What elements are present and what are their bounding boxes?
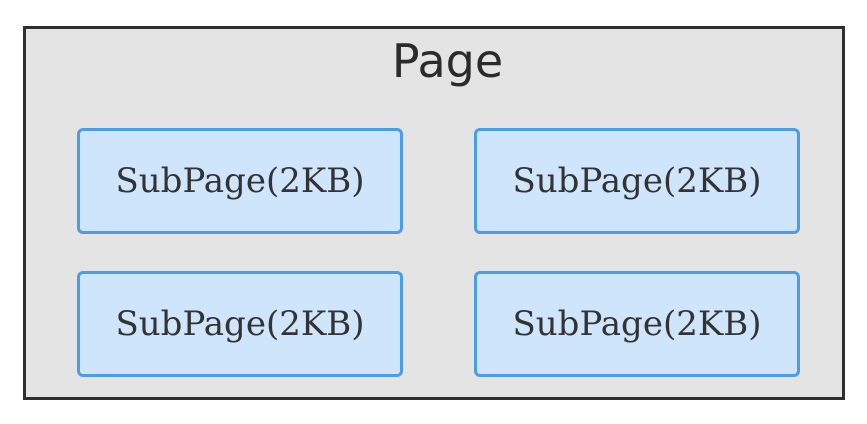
subpage-box-2: SubPage(2KB) bbox=[474, 128, 800, 234]
subpage-label: SubPage(2KB) bbox=[512, 304, 762, 344]
page-title: Page bbox=[391, 34, 504, 88]
subpage-label: SubPage(2KB) bbox=[115, 161, 365, 201]
subpage-box-4: SubPage(2KB) bbox=[474, 271, 800, 377]
subpage-label: SubPage(2KB) bbox=[512, 161, 762, 201]
subpage-box-3: SubPage(2KB) bbox=[77, 271, 403, 377]
subpage-box-1: SubPage(2KB) bbox=[77, 128, 403, 234]
subpage-label: SubPage(2KB) bbox=[115, 304, 365, 344]
